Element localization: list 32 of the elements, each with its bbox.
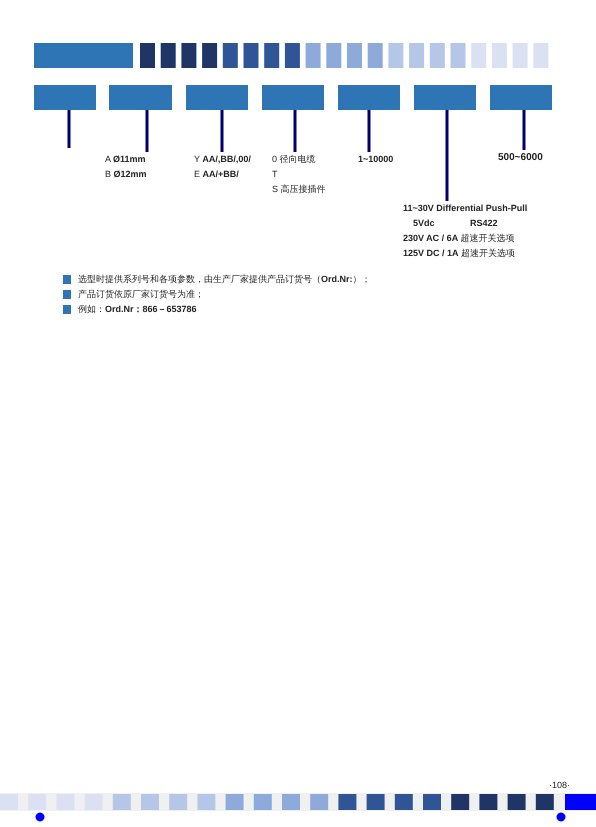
note-text: 例如：Ord.Nr：866－653786 [78, 304, 197, 315]
option-text: S 高压接插件 [272, 184, 326, 195]
option-text: 11~30V Differential Push-Pull [403, 203, 528, 214]
option-text: 230V AC / 6A 超速开关选项 [403, 233, 515, 244]
option-text: 500~6000 [498, 152, 543, 163]
note-text: 产品订货依原厂家订货号为准； [78, 289, 204, 300]
option-text: 5Vdc [413, 218, 435, 229]
connector-line [68, 110, 70, 148]
option-text: 1~10000 [358, 154, 394, 165]
header-bar [186, 85, 248, 110]
option-text: Y AA/,BB/,00/ [194, 154, 251, 165]
connector-line [446, 110, 448, 201]
option-text: E AA/+BB/ [194, 169, 239, 180]
header-bar [262, 85, 324, 110]
connector-line [146, 110, 148, 152]
option-text: 0 径向电缆 [272, 154, 316, 165]
page-number: ·108· [549, 780, 570, 791]
header-bar [490, 85, 552, 110]
header-bar [338, 85, 400, 110]
option-text: A Ø11mm [105, 154, 146, 165]
option-text: RS422 [470, 218, 498, 229]
header-bar [109, 85, 172, 110]
header-bar [34, 85, 96, 110]
connector-line [368, 110, 370, 152]
option-text: 125V DC / 1A 超速开关选项 [403, 248, 516, 259]
option-text: B Ø12mm [105, 169, 147, 180]
connector-line [522, 110, 526, 150]
option-text: T [272, 169, 278, 180]
connector-line [220, 110, 224, 152]
connector-line [294, 110, 296, 152]
header-bar [414, 85, 476, 110]
note-text: 选型时提供系列号和各项参数，由生产厂家提供产品订货号（Ord.Nr:）； [78, 274, 370, 285]
